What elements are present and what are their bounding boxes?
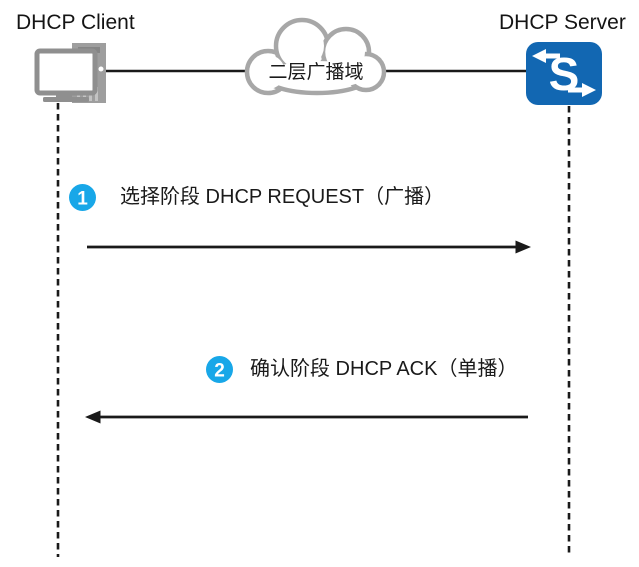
step-1-number: 1: [77, 188, 88, 209]
monitor-base: [43, 97, 89, 102]
client-computer-icon: [34, 43, 106, 103]
switch-arrow-right-head-icon: [582, 83, 596, 97]
client-label: DHCP Client: [16, 11, 135, 34]
monitor-screen: [34, 48, 98, 96]
message-2-arrow: [85, 410, 528, 424]
cloud-fill: [327, 33, 365, 71]
step-2-badge: 2: [206, 356, 233, 383]
server-label: DHCP Server: [499, 11, 626, 34]
broadcast-domain-cloud-icon: 二层广播域: [244, 17, 387, 96]
step-1-badge: 1: [69, 184, 96, 211]
computer-power-dot: [98, 66, 104, 72]
cloud-fill: [352, 58, 380, 86]
cloud-label: 二层广播域: [268, 61, 363, 83]
message-1-arrow: [87, 240, 531, 254]
arrow-right-head-icon: [515, 240, 531, 254]
step-2-number: 2: [214, 360, 225, 381]
computer-vent: [95, 87, 98, 101]
server-switch-icon: S: [526, 42, 602, 105]
cloud-fill: [280, 24, 324, 68]
arrow-left-head-icon: [85, 410, 101, 424]
message-2-label: 确认阶段 DHCP ACK（单播）: [250, 358, 518, 380]
message-1-label: 选择阶段 DHCP REQUEST（广播）: [120, 186, 445, 208]
switch-arrow-left-head-icon: [532, 49, 546, 63]
